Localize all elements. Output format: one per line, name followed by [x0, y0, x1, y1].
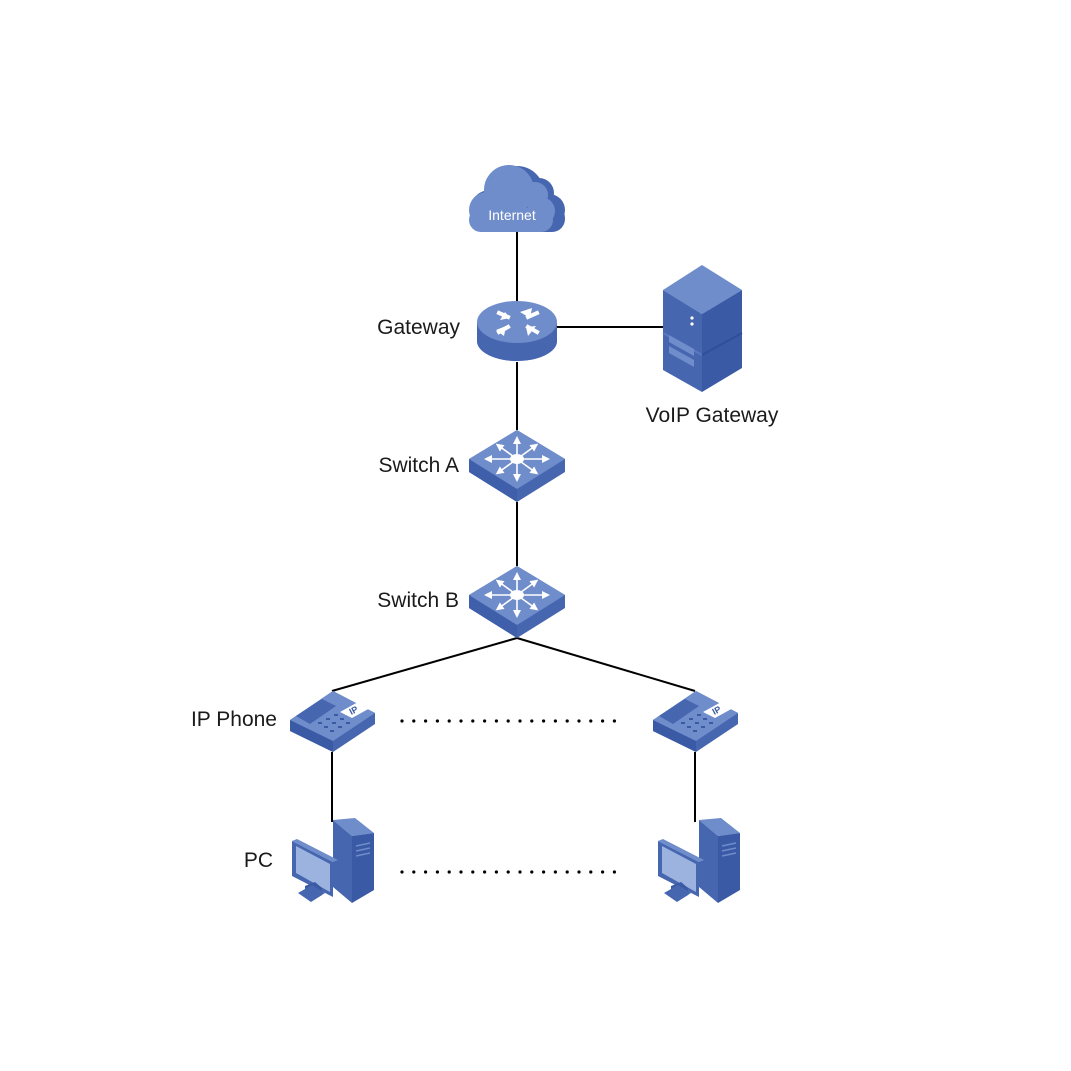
server-icon	[662, 265, 743, 392]
ip-phone-label: IP Phone	[191, 708, 277, 731]
ip-phone-right-badge: IP	[710, 704, 722, 717]
link-switch-b-ip-phone-right	[516, 637, 696, 692]
link-switch-b-ip-phone-left	[331, 637, 518, 692]
router-icon	[477, 301, 557, 361]
ip-phone-left-badge: IP	[347, 704, 359, 717]
cloud-icon	[469, 165, 565, 232]
pc-label: PC	[244, 849, 273, 872]
ip-phone-icon: IP	[290, 691, 375, 752]
gateway-label: Gateway	[377, 316, 460, 339]
internet-label: Internet	[488, 207, 536, 223]
switch-b-label: Switch B	[377, 589, 459, 612]
pc-icon	[292, 818, 374, 903]
switch-icon	[469, 566, 565, 638]
pc-icon	[658, 818, 740, 903]
switch-a-label: Switch A	[378, 454, 459, 477]
connections	[331, 232, 696, 822]
ip-phone-icon: IP	[653, 691, 738, 752]
switch-icon	[469, 430, 565, 502]
voip-gateway-label: VoIP Gateway	[646, 404, 779, 427]
